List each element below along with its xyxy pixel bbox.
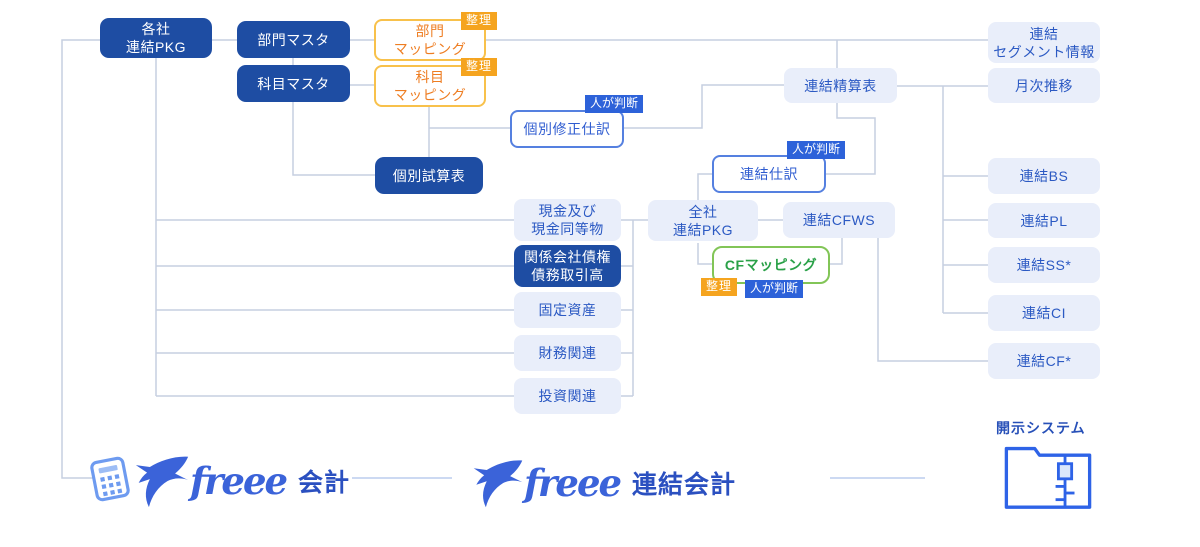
renketsu-kaikei-suffix-text: 連結会計 xyxy=(632,471,737,499)
node-individual-adjustment-journal: 個別修正仕訳 xyxy=(510,110,624,148)
tag-seiri-account-mapping: 整理 xyxy=(461,58,498,76)
node-finance-related: 財務関連 xyxy=(514,335,621,371)
tag-human-judgment-consolidation-journal: 人が判断 xyxy=(787,141,846,159)
node-cash-and-equivalents: 現金及び 現金同等物 xyxy=(514,199,621,241)
node-related-company-receivables-payables: 関係会社債権 債務取引高 xyxy=(514,245,621,287)
swallow-icon xyxy=(473,460,523,508)
tag-seiri-department-mapping: 整理 xyxy=(461,12,498,30)
node-consolidated-segment-info: 連結 セグメント情報 xyxy=(988,22,1100,63)
node-individual-trial-balance: 個別試算表 xyxy=(375,157,483,194)
tag-seiri-cf-mapping: 整理 xyxy=(701,278,738,296)
node-department-master: 部門マスタ xyxy=(237,21,350,58)
swallow-icon xyxy=(135,456,189,508)
node-consolidated-ci: 連結CI xyxy=(988,295,1100,331)
node-consolidated-bs: 連結BS xyxy=(988,158,1100,194)
node-consolidation-journal: 連結仕訳 xyxy=(712,155,826,193)
freee-renketsu-kaikei-logo: freee 連結会計 xyxy=(472,448,736,518)
node-fixed-assets: 固定資産 xyxy=(514,292,621,328)
tag-human-judgment-cf-mapping: 人が判断 xyxy=(745,280,804,298)
node-each-company-consolidation-pkg: 各社 連結PKG xyxy=(100,18,212,58)
node-consolidated-pl: 連結PL xyxy=(988,203,1100,238)
node-consolidated-cf: 連結CF* xyxy=(988,343,1100,379)
node-consolidation-cfws: 連結CFWS xyxy=(783,202,895,238)
freee-kaikei-logo: freee 会計 xyxy=(90,443,351,519)
kaikei-suffix-text: 会計 xyxy=(298,469,351,497)
tag-human-judgment-individual-adjustment: 人が判断 xyxy=(585,95,644,113)
calculator-icon xyxy=(90,456,130,502)
freee-script-text: freee xyxy=(524,461,622,505)
node-investment-related: 投資関連 xyxy=(514,378,621,414)
node-department-mapping: 部門 マッピング xyxy=(374,19,486,61)
freee-script-text: freee xyxy=(190,459,288,503)
node-consolidated-ss: 連結SS* xyxy=(988,247,1100,283)
node-monthly-trend: 月次推移 xyxy=(988,68,1100,103)
node-account-master: 科目マスタ xyxy=(237,65,350,102)
zip-folder-icon xyxy=(1000,441,1096,516)
disclosure-system-label: 開示システム xyxy=(996,420,1086,436)
node-consolidation-worksheet: 連結精算表 xyxy=(784,68,897,103)
node-all-company-consolidation-pkg: 全社 連結PKG xyxy=(648,200,758,241)
